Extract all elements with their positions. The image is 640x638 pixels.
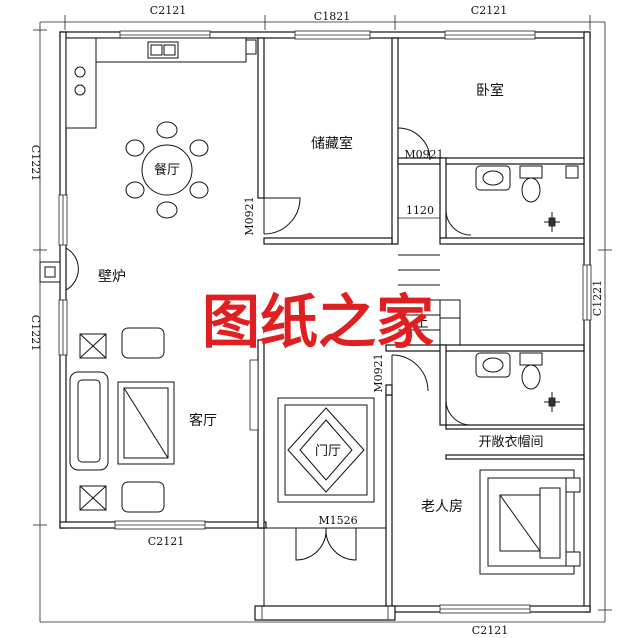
- watermark: 图纸之家: [202, 288, 434, 356]
- room-name-dining: 餐厅: [154, 162, 180, 178]
- door-label-foyer: M0921: [372, 353, 385, 392]
- room-name-walkin-closet: 开敞衣帽间: [478, 434, 543, 450]
- room-name-bedroom: 卧室: [476, 82, 504, 99]
- foyer-rug: [277, 397, 375, 503]
- win-label-bottom-left: C2121: [148, 535, 184, 548]
- win-label-top-left: C2121: [150, 4, 186, 17]
- doors: [263, 127, 472, 561]
- win-label-left-lower: C1221: [29, 315, 42, 351]
- living-room-furniture: [69, 327, 175, 513]
- room-name-storage: 储藏室: [311, 135, 353, 152]
- room-name-living: 客厅: [189, 412, 217, 429]
- win-label-top-right: C2121: [471, 4, 507, 17]
- elder-room-bed: [479, 469, 581, 575]
- room-name-elder-room: 老人房: [421, 499, 463, 515]
- door-label-storage: M0921: [243, 196, 256, 235]
- dining-table: [125, 121, 209, 219]
- windows: [58, 30, 592, 614]
- door-label-bedroom: M0921: [404, 148, 443, 161]
- stairs-up-label: 上: [415, 316, 428, 331]
- bathroom-fixtures: [475, 165, 579, 412]
- fireplace: [39, 247, 79, 291]
- win-label-right: C1221: [591, 280, 604, 316]
- kitchen-counter: [65, 37, 257, 129]
- door-label-entry: M1526: [318, 514, 357, 527]
- room-name-foyer: 门厅: [315, 444, 341, 459]
- entry-porch: [254, 527, 396, 621]
- win-label-left-upper: C1221: [29, 145, 42, 181]
- staircase: [398, 254, 461, 346]
- win-label-bottom-right: C2121: [472, 624, 508, 637]
- win-label-top-mid: C1821: [314, 10, 350, 23]
- room-name-fireplace: 壁炉: [98, 269, 126, 285]
- interior-walls: [257, 37, 585, 460]
- dimension-lines: [33, 15, 612, 623]
- corridor-dimension: 1120: [406, 204, 434, 217]
